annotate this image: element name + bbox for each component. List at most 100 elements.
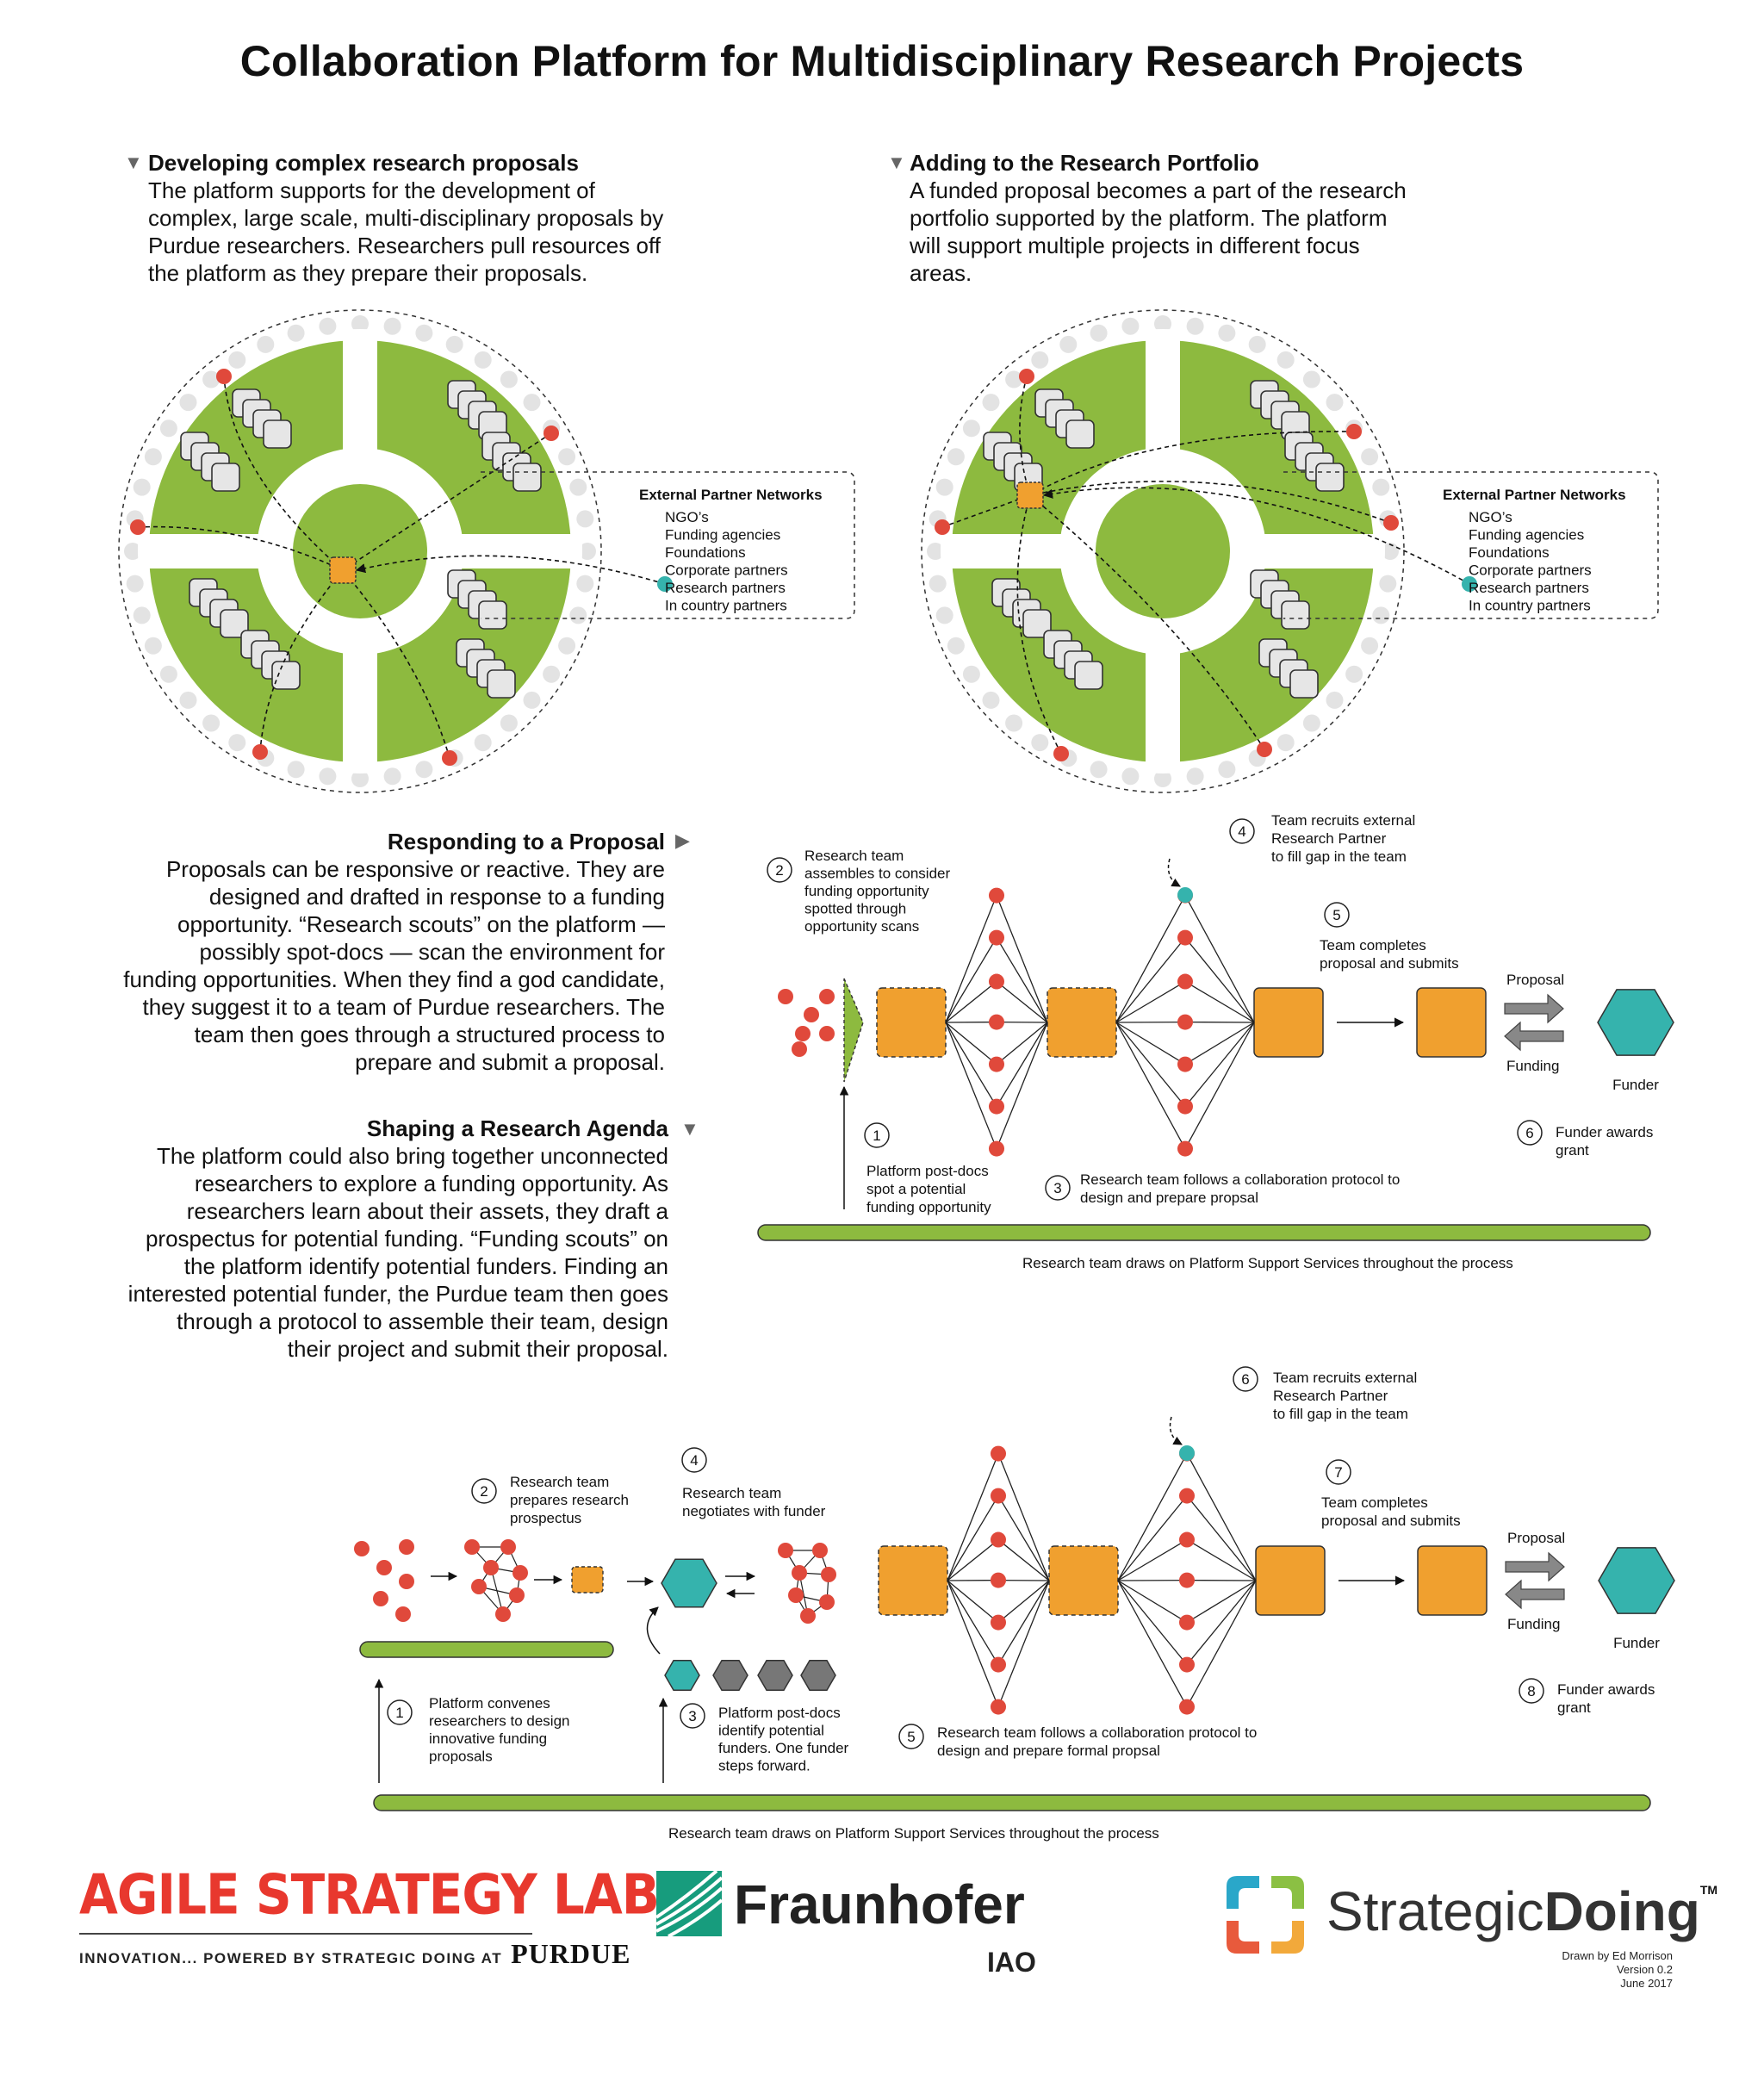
- resource-dot: [287, 324, 305, 342]
- connection-line: [1117, 1539, 1188, 1581]
- connection-line: [945, 981, 997, 1023]
- partner-box-item: Foundations: [1469, 544, 1550, 561]
- credit-line: Version 0.2: [1616, 1963, 1673, 1976]
- resource-dot: [1345, 665, 1363, 683]
- step-text: proposals: [429, 1749, 493, 1765]
- section-heading: Shaping a Research Agenda: [366, 1115, 668, 1141]
- researcher-node: [778, 1543, 793, 1558]
- document-icon: [487, 669, 516, 699]
- purdue-wordmark: PURDUE: [511, 1938, 631, 1969]
- proposal-label: Proposal: [1507, 1530, 1565, 1546]
- step-number: 8: [1527, 1683, 1535, 1699]
- recruit-arrow: [1167, 858, 1181, 887]
- researcher-node: [991, 1488, 1006, 1504]
- platform-support-bar: [373, 1794, 1651, 1811]
- funder-select-arrow: [646, 1606, 661, 1655]
- resource-dot: [569, 606, 587, 624]
- protocol-stage-box: [1255, 1545, 1326, 1616]
- step-number: 4: [690, 1452, 698, 1469]
- researcher-node: [483, 1560, 499, 1575]
- proposal-label: Proposal: [1506, 972, 1564, 988]
- connection-line: [1186, 1453, 1257, 1581]
- resource-dot: [576, 575, 594, 593]
- researcher-node: [495, 1606, 511, 1622]
- researcher-node: [1177, 973, 1193, 990]
- researcher-node: [395, 1606, 411, 1622]
- text-line: they suggest it to a team of Purdue rese…: [142, 994, 665, 1020]
- resource-dot: [1361, 637, 1379, 655]
- researcher-node: [442, 750, 457, 766]
- resource-dot: [474, 351, 492, 369]
- researcher-node: [800, 1608, 816, 1624]
- connection-line: [947, 1580, 999, 1624]
- team-link: [490, 1567, 504, 1615]
- resource-dot: [1361, 448, 1379, 466]
- step-text: Platform post-docs: [866, 1163, 989, 1179]
- connection-line: [1186, 1539, 1257, 1581]
- section-heading: Adding to the Research Portfolio: [910, 150, 1259, 176]
- step-text: negotiates with funder: [682, 1503, 826, 1519]
- proposal-hub-icon: [329, 556, 357, 584]
- connection-line: [947, 1580, 999, 1707]
- external-partner-node: [1177, 887, 1193, 903]
- document-icon: [1315, 463, 1345, 492]
- researcher-node: [991, 1531, 1006, 1548]
- document-stack-icon: [232, 388, 292, 449]
- text-line: will support multiple projects in differ…: [910, 233, 1360, 258]
- external-partner-node: [1179, 1445, 1195, 1461]
- opportunity-wedge-icon: [843, 978, 864, 1083]
- resource-dot: [179, 394, 197, 412]
- connection-line: [997, 1580, 1050, 1707]
- document-stack-icon: [180, 432, 240, 492]
- strategic-doing-mark-icon: [1227, 1876, 1304, 1954]
- text-line: Proposals can be responsive or reactive.…: [165, 856, 665, 882]
- resource-dot: [1031, 734, 1049, 752]
- step-number-circle: [680, 1703, 705, 1729]
- step-text: Platform convenes: [429, 1695, 550, 1712]
- step-number-circle: [1045, 1175, 1071, 1201]
- doing-wordmark: Doing: [1544, 1880, 1700, 1942]
- researcher-node: [471, 1579, 487, 1594]
- resource-flow-arrow: [1029, 431, 1355, 496]
- connection-line: [947, 1453, 999, 1581]
- researcher-node: [500, 1539, 516, 1555]
- document-stack-icon: [1258, 638, 1319, 699]
- triangle-right-icon: ▶: [675, 829, 690, 851]
- document-stack-icon: [456, 638, 516, 699]
- proposal-arrow-icon: [1505, 1551, 1565, 1582]
- text-line: complex, large scale, multi-disciplinary…: [148, 205, 664, 231]
- connection-line: [1184, 1022, 1255, 1149]
- connection-line: [945, 1022, 997, 1065]
- step-number-circle: [681, 1447, 707, 1473]
- document-icon: [211, 463, 240, 492]
- connection-line: [1184, 981, 1255, 1023]
- connection-line: [1117, 1580, 1188, 1666]
- text-line: interested potential funder, the Purdue …: [127, 1281, 668, 1307]
- step-number-circle: [1229, 818, 1255, 844]
- resource-dot: [1302, 714, 1320, 732]
- resource-dot: [1302, 370, 1320, 388]
- text-line: areas.: [910, 260, 972, 286]
- funder-label: Funder: [1612, 1077, 1659, 1093]
- protocol-stage-box: [1048, 1545, 1119, 1616]
- resource-dot: [1372, 478, 1390, 496]
- connection-line: [1115, 1022, 1186, 1065]
- researcher-node: [1257, 742, 1272, 757]
- step-text: prospectus: [510, 1510, 581, 1526]
- researcher-node: [991, 1656, 1006, 1673]
- resource-dot: [133, 478, 151, 496]
- section-body: A funded proposal becomes a part of the …: [910, 177, 1490, 287]
- partner-box-title: External Partner Networks: [639, 487, 823, 503]
- resource-dot: [1121, 317, 1140, 335]
- section-developing: ▼ Developing complex research proposals …: [124, 150, 746, 287]
- step-text: Team recruits external: [1271, 812, 1415, 829]
- resource-dot: [1186, 767, 1204, 786]
- step-number-circle: [1519, 1678, 1544, 1704]
- step-text: Research Partner: [1271, 830, 1387, 847]
- resource-dot: [1005, 370, 1023, 388]
- step-text: Team completes: [1320, 937, 1426, 954]
- document-stack-icon: [1034, 388, 1095, 449]
- resource-dot: [523, 691, 541, 709]
- text-line: prepare and submit a proposal.: [355, 1049, 665, 1075]
- resource-dot: [558, 637, 576, 655]
